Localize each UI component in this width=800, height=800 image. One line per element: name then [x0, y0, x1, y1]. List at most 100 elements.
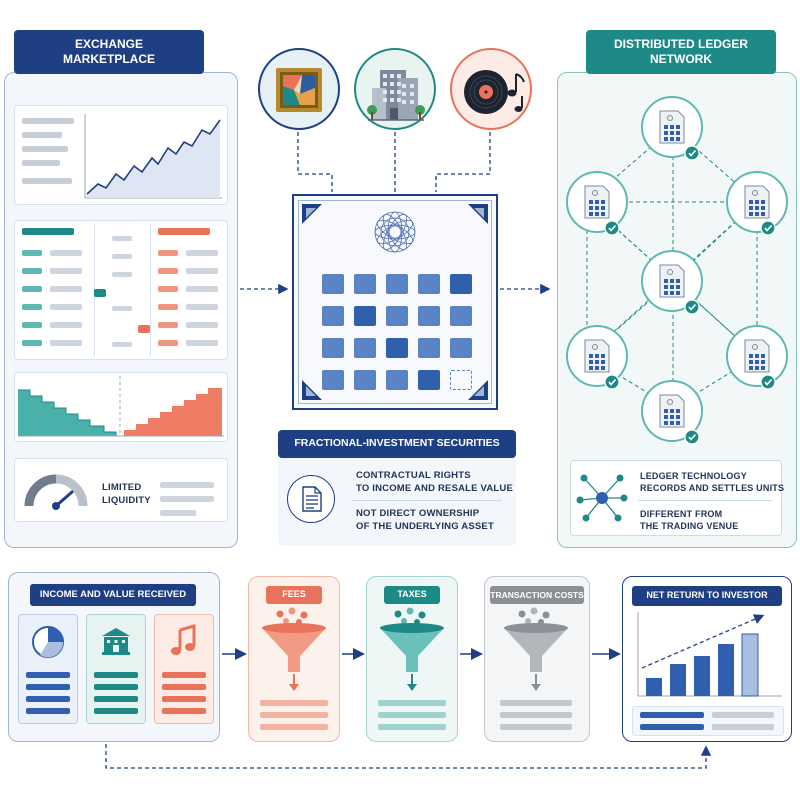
bid-row	[22, 286, 42, 292]
taxes-funnel-icon	[380, 607, 444, 691]
income-line	[26, 708, 70, 714]
price-line-chart	[84, 114, 222, 199]
income-line	[162, 684, 206, 690]
securities-point-2-line1: NOT DIRECT OWNERSHIP	[356, 508, 480, 519]
music-note-icon	[171, 624, 196, 655]
fees-line	[260, 700, 328, 706]
net-return-bar-chart	[637, 612, 782, 697]
income-royalties-card	[154, 614, 214, 724]
income-line	[26, 672, 70, 678]
ledger-title-line2: NETWORK	[650, 52, 712, 66]
ask-header	[158, 228, 210, 235]
ledger-note-2-line2: THE TRADING VENUE	[640, 521, 739, 532]
fraction-unit	[450, 338, 472, 358]
fraction-unit	[418, 306, 440, 326]
bid-row	[22, 268, 42, 274]
ledger-title-line1: DISTRIBUTED LEDGER	[613, 37, 748, 51]
pie-chart-icon	[32, 626, 64, 658]
income-line	[26, 696, 70, 702]
fraction-unit	[354, 370, 376, 390]
bid-row	[50, 322, 82, 328]
net-return-line	[712, 712, 774, 718]
exchange-marketplace-title: EXCHANGE MARKETPLACE	[14, 30, 204, 74]
securities-point-1: CONTRACTUAL RIGHTS TO INCOME AND RESALE …	[356, 470, 513, 496]
taxes-line	[378, 700, 446, 706]
bid-row	[50, 304, 82, 310]
fraction-unit	[322, 274, 344, 294]
exchange-title-line2: MARKETPLACE	[63, 52, 155, 66]
network-hub-icon	[576, 474, 628, 522]
ask-row	[186, 340, 218, 346]
vinyl-record-icon	[464, 70, 525, 114]
ask-row	[186, 250, 218, 256]
ask-row	[158, 340, 178, 346]
fraction-unit	[418, 274, 440, 294]
ask-row	[186, 286, 218, 292]
taxes-line	[378, 724, 446, 730]
fraction-unit	[322, 370, 344, 390]
ask-row	[158, 250, 178, 256]
bid-row	[50, 340, 82, 346]
spread-row	[112, 272, 132, 277]
ledger-note-1-line1: LEDGER TECHNOLOGY	[640, 471, 747, 481]
securities-point-2-line2: OF THE UNDERLYING ASSET	[356, 520, 494, 532]
chart-legend-line	[22, 118, 74, 124]
net-return-summary	[632, 706, 784, 736]
chart-legend-line	[22, 178, 72, 184]
transaction-costs-line	[500, 700, 572, 706]
certificate-corner-ornament-icon	[302, 204, 322, 224]
ledger-notes-divider	[638, 500, 772, 501]
fraction-unit	[386, 306, 408, 326]
liquidity-detail-line	[160, 510, 196, 516]
income-line	[162, 696, 206, 702]
fraction-unit-empty	[450, 370, 472, 390]
liquidity-label: LIMITED LIQUIDITY	[102, 482, 151, 508]
bid-header	[22, 228, 74, 235]
income-line	[26, 684, 70, 690]
fraction-unit	[386, 274, 408, 294]
net-return-line	[640, 712, 704, 718]
fraction-unit	[322, 306, 344, 326]
fraction-unit	[354, 274, 376, 294]
liquidity-label-line1: LIMITED	[102, 482, 142, 493]
transaction-costs-funnel-icon	[504, 607, 568, 691]
spread-row	[112, 236, 132, 241]
fees-line	[260, 712, 328, 718]
income-line	[94, 684, 138, 690]
fees-title: FEES	[266, 586, 322, 604]
certificate-corner-ornament-icon	[468, 380, 488, 400]
certificate-corner-ornament-icon	[302, 380, 322, 400]
liquidity-gauge-icon	[24, 474, 88, 510]
securities-point-1-line2: TO INCOME AND RESALE VALUE	[356, 482, 514, 494]
taxes-title: TAXES	[384, 586, 440, 604]
fraction-unit	[450, 306, 472, 326]
fraction-unit	[322, 338, 344, 358]
certificate-corner-ornament-icon	[468, 204, 488, 224]
certificate-seal-icon	[374, 211, 416, 253]
bid-row	[22, 340, 42, 346]
ask-row	[158, 268, 178, 274]
income-line	[162, 672, 206, 678]
bid-row	[22, 322, 42, 328]
bid-row	[50, 250, 82, 256]
order-book-divider	[150, 224, 151, 356]
transaction-costs-title: TRANSACTION COSTS	[490, 586, 584, 604]
securities-point-1-line1: CONTRACTUAL RIGHTS	[356, 470, 471, 481]
fees-funnel-icon	[262, 607, 326, 691]
chart-legend-line	[22, 160, 60, 166]
liquidity-detail-line	[160, 482, 214, 488]
net-return-line	[640, 724, 704, 730]
market-depth-chart	[18, 376, 224, 437]
exchange-title-line1: EXCHANGE	[74, 37, 143, 51]
spread-row	[112, 342, 132, 347]
spread-row	[112, 306, 132, 311]
ask-row	[186, 268, 218, 274]
bank-building-icon	[102, 628, 130, 655]
income-line	[162, 708, 206, 714]
office-building-icon	[367, 70, 425, 121]
ledger-note-2-line1: DIFFERENT FROM	[640, 509, 723, 519]
bid-row	[50, 286, 82, 292]
